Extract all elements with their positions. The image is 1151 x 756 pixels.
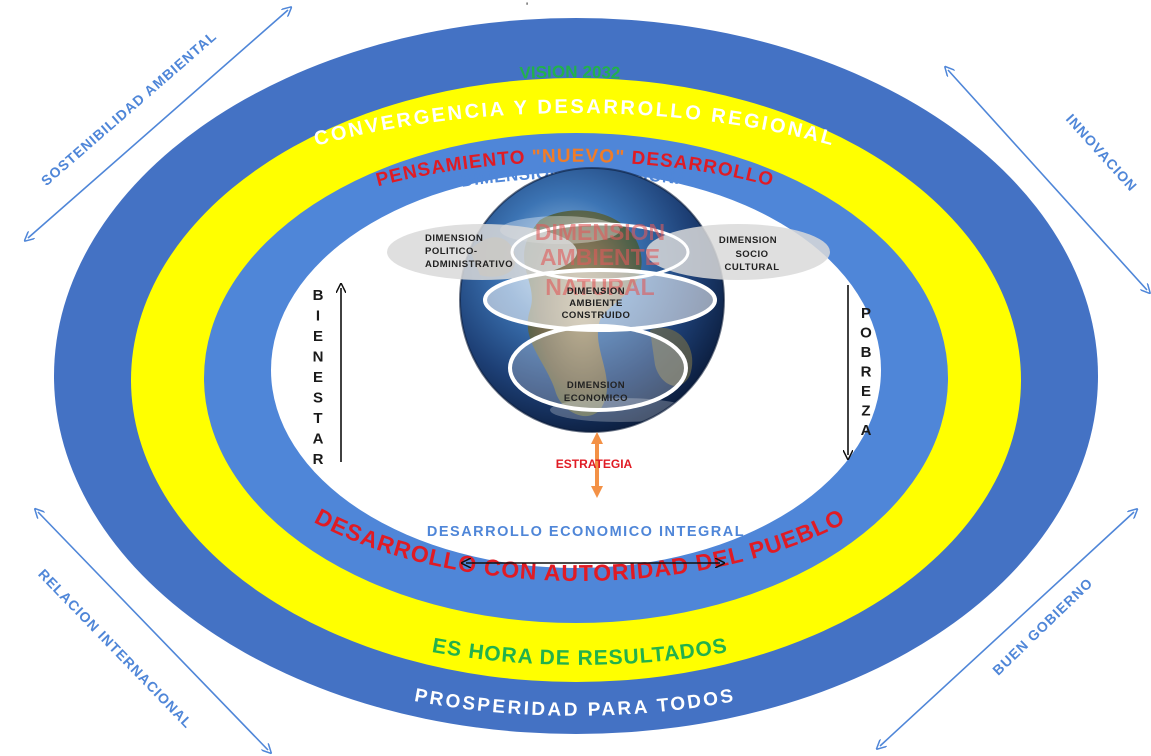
estrategia-label: ESTRATEGIA <box>556 457 633 471</box>
vertical-letter: E <box>313 369 323 386</box>
economico-ellipse <box>508 324 688 412</box>
vertical-letter: R <box>313 451 324 468</box>
top-right-corner-label: INNOVACION <box>1063 111 1141 195</box>
construido-label: DIMENSION AMBIENTE CONSTRUIDO <box>562 286 631 321</box>
vertical-letter: R <box>861 364 872 381</box>
vertical-letter: O <box>860 325 872 342</box>
svg-text:DIMENSION: DIMENSION <box>535 219 665 245</box>
desarrollo-integral-label: DESARROLLO ECONOMICO INTEGRAL <box>427 524 745 540</box>
economico-label: DIMENSION ECONOMICO <box>564 380 628 404</box>
top-right-arrow <box>948 70 1147 290</box>
svg-text:CONSTRUIDO: CONSTRUIDO <box>562 310 631 321</box>
top-tick-mark: ' <box>526 1 528 13</box>
vertical-letter: A <box>313 431 324 448</box>
svg-text:DIMENSION: DIMENSION <box>425 233 483 244</box>
svg-text:DIMENSION: DIMENSION <box>567 286 625 297</box>
politico-ellipse <box>387 224 577 280</box>
vertical-letter: Z <box>861 403 870 420</box>
vertical-letter: I <box>316 308 320 325</box>
yellow-ring-top-label: VISION 2032 <box>519 62 621 82</box>
svg-text:DIMENSION: DIMENSION <box>719 235 777 246</box>
svg-text:POLITICO-: POLITICO- <box>425 246 478 257</box>
vertical-letter: E <box>313 328 323 345</box>
svg-text:ECONOMICO: ECONOMICO <box>564 393 628 404</box>
socio-ellipse <box>646 224 830 280</box>
socio-label: DIMENSION SOCIO CULTURAL <box>719 235 779 273</box>
vertical-letter: S <box>313 390 323 407</box>
vertical-letter: E <box>861 383 871 400</box>
bottom-left-arrow <box>38 512 268 750</box>
vertical-letter: B <box>861 344 872 361</box>
bottom-right-corner-label: BUEN GOBIERNO <box>989 575 1096 679</box>
vertical-letter: T <box>313 410 322 427</box>
vertical-letter: B <box>313 287 324 304</box>
svg-text:SOCIO: SOCIO <box>735 249 768 260</box>
vertical-letter: N <box>313 349 324 366</box>
bottom-right-arrow <box>880 512 1134 746</box>
svg-text:ADMINISTRATIVO: ADMINISTRATIVO <box>425 259 513 270</box>
vertical-letter: P <box>861 305 871 322</box>
svg-text:CULTURAL: CULTURAL <box>724 262 779 273</box>
vertical-letter: A <box>861 422 872 439</box>
ambiente-natural-label: DIMENSION AMBIENTE NATURAL <box>535 219 665 300</box>
svg-text:DIMENSION: DIMENSION <box>567 380 625 391</box>
construido-ellipse <box>483 268 717 332</box>
top-left-arrow <box>28 10 288 238</box>
politico-label: DIMENSION POLITICO- ADMINISTRATIVO <box>425 233 513 270</box>
svg-text:AMBIENTE: AMBIENTE <box>540 244 660 270</box>
svg-text:AMBIENTE: AMBIENTE <box>569 298 623 309</box>
svg-text:NATURAL: NATURAL <box>545 274 654 300</box>
